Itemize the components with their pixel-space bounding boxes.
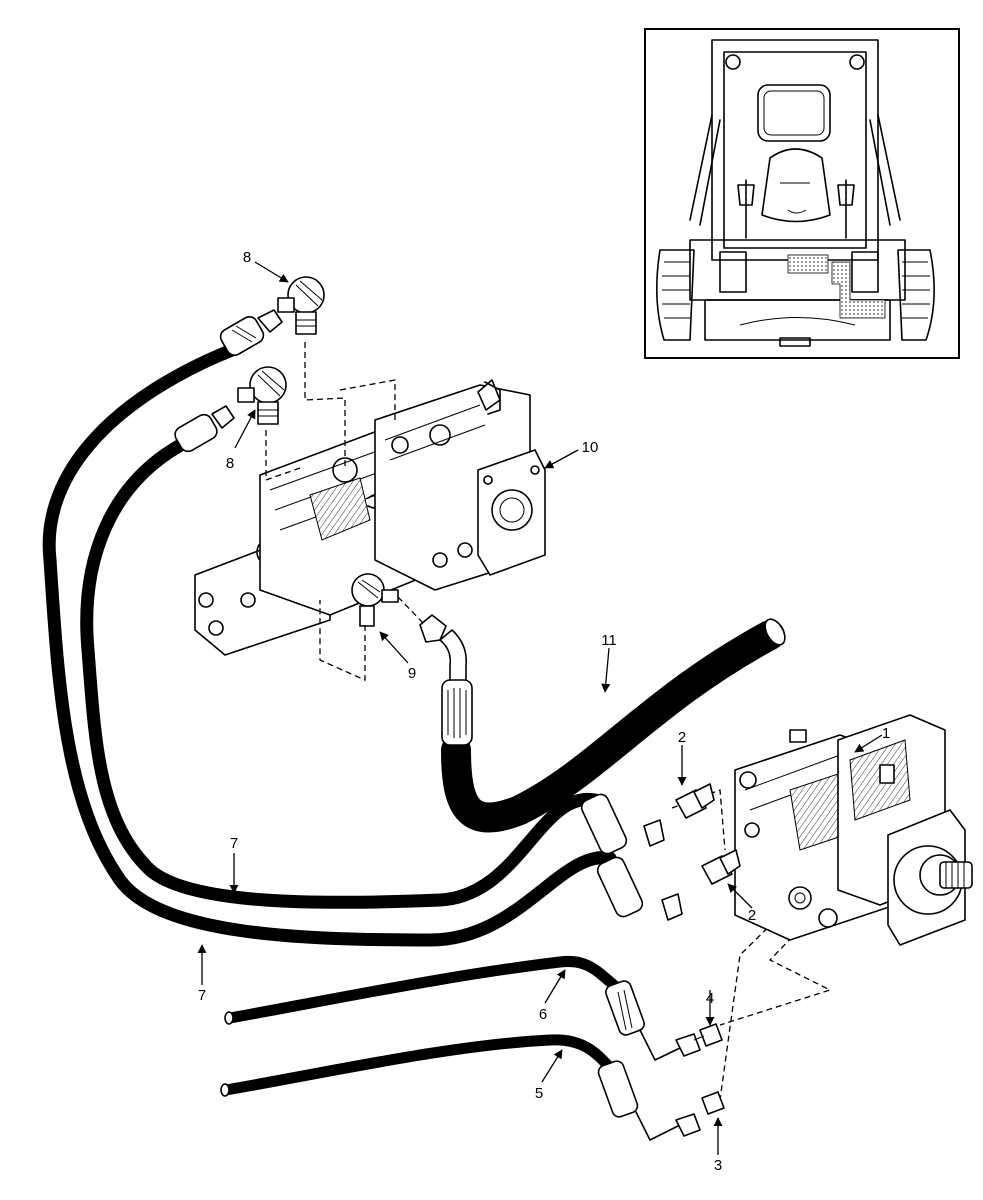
- hose-11-suction: [419, 614, 786, 833]
- callout-6: 6: [539, 1006, 547, 1023]
- elbow-fitting-8-upper: [277, 276, 325, 335]
- callout-leaders: [197, 261, 883, 1155]
- elbow-fitting-8-lower: [237, 366, 287, 425]
- callout-10: 10: [582, 439, 599, 456]
- locator-inset: [644, 28, 960, 359]
- tandem-pump-10: [194, 379, 546, 656]
- callout-8-lower: 8: [226, 455, 234, 472]
- callout-2-lower: 2: [748, 907, 756, 924]
- callout-3: 3: [714, 1157, 722, 1174]
- callout-11: 11: [601, 632, 617, 649]
- callout-1: 1: [882, 725, 890, 742]
- gear-pump-1: [734, 714, 973, 946]
- callout-7-lower: 7: [198, 987, 206, 1004]
- adapter-4: [675, 1023, 723, 1057]
- callout-4: 4: [706, 990, 714, 1007]
- hose-7-fittings-pump-side: [580, 793, 683, 921]
- callout-2-upper: 2: [678, 729, 686, 746]
- hose-6: [224, 955, 681, 1061]
- callout-7-upper: 7: [230, 835, 238, 852]
- adapter-2-lower: [701, 849, 741, 885]
- callout-labels: 1 2 2 3 4 5 6 7 7 8 8 9 10 11: [198, 249, 890, 1174]
- hose-7-inner: [80, 433, 602, 909]
- adapter-2-upper: [675, 783, 715, 819]
- adapter-3: [675, 1091, 725, 1137]
- callout-8-upper: 8: [243, 249, 251, 266]
- hose-7-outer: [42, 343, 617, 947]
- callout-9: 9: [408, 665, 416, 682]
- hose-7-fittings-top: [174, 309, 283, 453]
- callout-5: 5: [535, 1085, 543, 1102]
- hose-5: [220, 1034, 681, 1141]
